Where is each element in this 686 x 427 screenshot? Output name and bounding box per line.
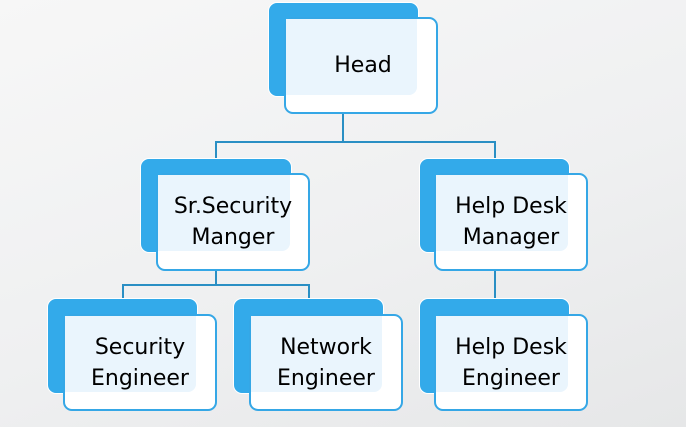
node-security-engineer[interactable]: Security Engineer	[47, 298, 217, 411]
node-label: Help Desk Engineer	[436, 316, 586, 409]
node-label-line1: Network	[280, 334, 372, 360]
node-label-line1: Security	[94, 334, 186, 360]
connector-head-down	[342, 112, 344, 143]
connector-level1-horizontal	[215, 141, 496, 143]
node-tint	[158, 175, 290, 251]
node-sr-security-manager[interactable]: Sr.Security Manger	[140, 158, 310, 271]
node-tint	[436, 316, 568, 392]
node-label-line2: Engineer	[91, 365, 189, 391]
node-label-line1: Sr.Security	[173, 194, 293, 219]
node-label-line1: Help Desk	[455, 334, 567, 360]
connector-to-security-engineer	[122, 284, 124, 300]
connector-to-sr-security-manager	[215, 141, 217, 161]
node-label-line2: Manager	[462, 225, 560, 250]
node-label: Security Engineer	[65, 316, 215, 409]
node-head[interactable]: Head	[268, 2, 438, 114]
connector-to-network-engineer	[308, 284, 310, 300]
node-help-desk-manager[interactable]: Help Desk Manager	[419, 158, 589, 271]
node-tint	[286, 19, 417, 95]
connector-level2-horizontal	[122, 284, 310, 286]
node-label-line1: Help Desk	[455, 194, 567, 219]
node-tint	[436, 175, 568, 251]
node-label-line2: Engineer	[277, 365, 375, 391]
node-label: Help Desk Manager	[436, 175, 586, 269]
node-label-line2: Manger	[191, 225, 275, 250]
node-network-engineer[interactable]: Network Engineer	[233, 298, 403, 411]
node-tint	[251, 316, 382, 392]
node-tint	[65, 316, 196, 392]
connector-to-help-desk-engineer	[494, 269, 496, 301]
connector-to-help-desk-manager	[494, 141, 496, 161]
node-label-line1: Head	[334, 53, 392, 78]
node-help-desk-engineer[interactable]: Help Desk Engineer	[419, 298, 589, 411]
connector-srmgr-down	[215, 269, 217, 285]
node-label: Sr.Security Manger	[158, 175, 308, 269]
node-label: Head	[286, 19, 434, 112]
node-label: Network Engineer	[251, 316, 401, 409]
node-label-line2: Engineer	[462, 365, 560, 391]
